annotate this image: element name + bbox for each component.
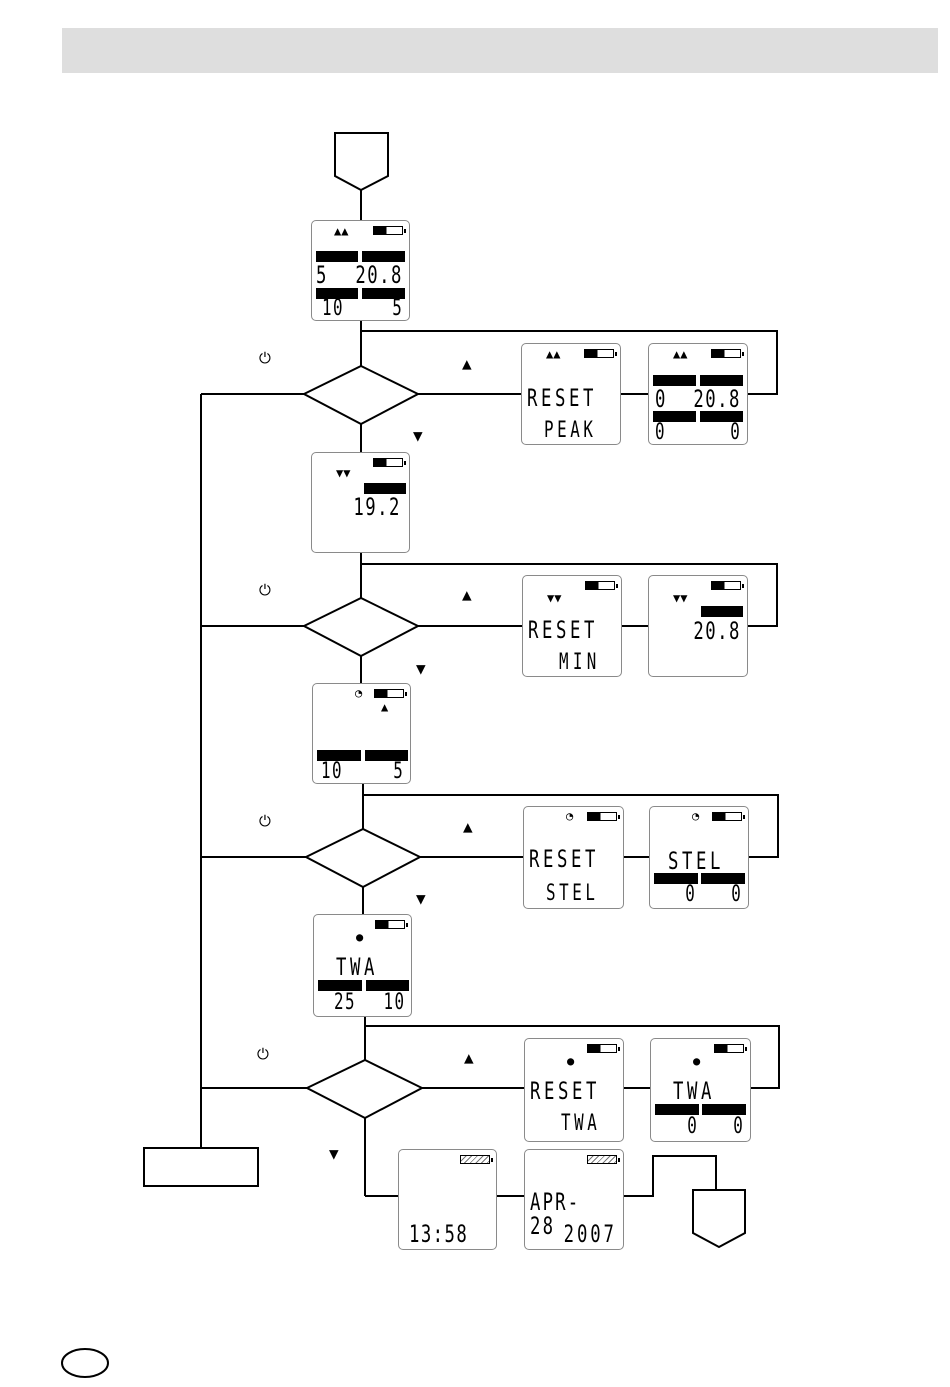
stel-left-value: 10 [321, 761, 343, 783]
stel-right-value: 5 [393, 761, 404, 783]
twa-clock-icon: ● [567, 1055, 574, 1067]
stel-right-value: 0 [731, 884, 742, 906]
lcd-screen-stel: ◔ ▲ 10 5 [312, 683, 411, 784]
lcd-screen-twa-cleared: ● TWA 0 0 [650, 1038, 751, 1142]
twa-label: TWA [673, 1079, 715, 1103]
up-key-icon: ▲ [464, 1050, 474, 1066]
twa-left-value: 0 [687, 1116, 698, 1138]
battery-icon [584, 349, 614, 358]
twa-right-value: 10 [383, 992, 405, 1014]
battery-icon [375, 920, 405, 929]
battery-icon [711, 581, 741, 590]
end-connector [693, 1190, 745, 1247]
lcd-screen-time: 13:58 [398, 1149, 497, 1250]
power-key-icon: ⏻ [257, 1047, 269, 1062]
reset-label: RESET [529, 847, 599, 871]
battery-icon [585, 581, 615, 590]
min-icon: ▼▼ [336, 467, 350, 479]
battery-icon [373, 458, 403, 467]
page-marker-oval [62, 1349, 108, 1377]
lcd-screen-stel-cleared: ◔ STEL 0 0 [649, 806, 749, 909]
decision-diamond-3 [306, 829, 420, 887]
peak-left2-value: 10 [322, 298, 344, 320]
up-key-icon: ▲ [463, 819, 473, 835]
stel-label: STEL [668, 849, 724, 873]
peak-icon: ▲▲ [334, 225, 348, 237]
decision-diamond-4 [307, 1060, 422, 1118]
lcd-screen-peak: ▲▲ 5 20.8 10 5 [311, 220, 410, 321]
start-connector [335, 133, 388, 190]
stel-clock-icon: ◔ [692, 810, 699, 822]
min-icon: ▼▼ [673, 592, 687, 604]
lcd-screen-peak-cleared: ▲▲ 0 20.8 0 0 [648, 343, 748, 445]
down-key-icon: ▼ [416, 661, 426, 677]
down-key-icon: ▼ [416, 891, 426, 907]
twa-left-value: 25 [334, 992, 356, 1014]
lcd-screen-min: ▼▼ 19.2 [311, 452, 410, 553]
battery-icon [587, 812, 617, 821]
reset-label: RESET [528, 618, 598, 642]
reset-target-label: TWA [561, 1113, 600, 1135]
lcd-screen-reset-stel: ◔ RESET STEL [523, 806, 624, 909]
peak-left-value: 5 [316, 263, 328, 287]
battery-icon [373, 226, 403, 235]
peak-icon: ▲▲ [673, 348, 687, 360]
power-key-icon: ⏻ [259, 583, 271, 598]
battery-icon [374, 689, 404, 698]
battery-icon [712, 812, 742, 821]
decision-diamond-2 [304, 598, 418, 656]
down-key-icon: ▼ [413, 428, 423, 444]
stel-clock-icon: ◔ [355, 687, 362, 699]
battery-icon [711, 349, 741, 358]
min-value: 19.2 [354, 495, 401, 519]
up-key-icon: ▲ [462, 587, 472, 603]
up-key-icon: ▲ [462, 356, 472, 372]
peak-left2-value: 0 [655, 422, 666, 444]
lcd-screen-min-cleared: ▼▼ 20.8 [648, 575, 748, 677]
down-key-icon: ▼ [329, 1146, 339, 1162]
peak-left-value: 0 [655, 387, 667, 411]
twa-clock-icon: ● [356, 931, 363, 943]
peak-right-value: 20.8 [356, 263, 403, 287]
reset-target-label: PEAK [544, 420, 597, 442]
battery-icon [587, 1155, 617, 1164]
label-bar [701, 606, 743, 617]
twa-label: TWA [336, 955, 378, 979]
power-key-icon: ⏻ [259, 814, 271, 829]
battery-icon [587, 1044, 617, 1053]
alarm-triangle-icon: ▲ [381, 701, 388, 713]
stel-left-value: 0 [685, 884, 696, 906]
decision-diamond-1 [304, 366, 418, 424]
lcd-screen-reset-peak: ▲▲ RESET PEAK [521, 343, 621, 445]
power-key-icon: ⏻ [259, 351, 271, 366]
peak-right2-value: 5 [392, 298, 403, 320]
peak-right2-value: 0 [730, 422, 741, 444]
min-value: 20.8 [694, 619, 741, 643]
min-icon: ▼▼ [547, 592, 561, 604]
peak-right-value: 20.8 [694, 387, 741, 411]
lcd-screen-reset-min: ▼▼ RESET MIN [522, 575, 622, 677]
twa-right-value: 0 [733, 1116, 744, 1138]
battery-icon [714, 1044, 744, 1053]
time-value: 13:58 [409, 1222, 468, 1246]
lcd-screen-date: APR-28 2007 [524, 1149, 624, 1250]
reset-label: RESET [530, 1079, 600, 1103]
peak-icon: ▲▲ [546, 348, 560, 360]
twa-clock-icon: ● [693, 1055, 700, 1067]
date-year: 2007 [564, 1222, 617, 1246]
reset-label: RESET [527, 386, 597, 410]
exit-box [144, 1148, 258, 1186]
lcd-screen-reset-twa: ● RESET TWA [524, 1038, 624, 1142]
reset-target-label: STEL [546, 883, 599, 905]
lcd-screen-twa: ● TWA 25 10 [313, 914, 412, 1017]
stel-clock-icon: ◔ [566, 810, 573, 822]
battery-icon [460, 1155, 490, 1164]
reset-target-label: MIN [559, 652, 601, 674]
